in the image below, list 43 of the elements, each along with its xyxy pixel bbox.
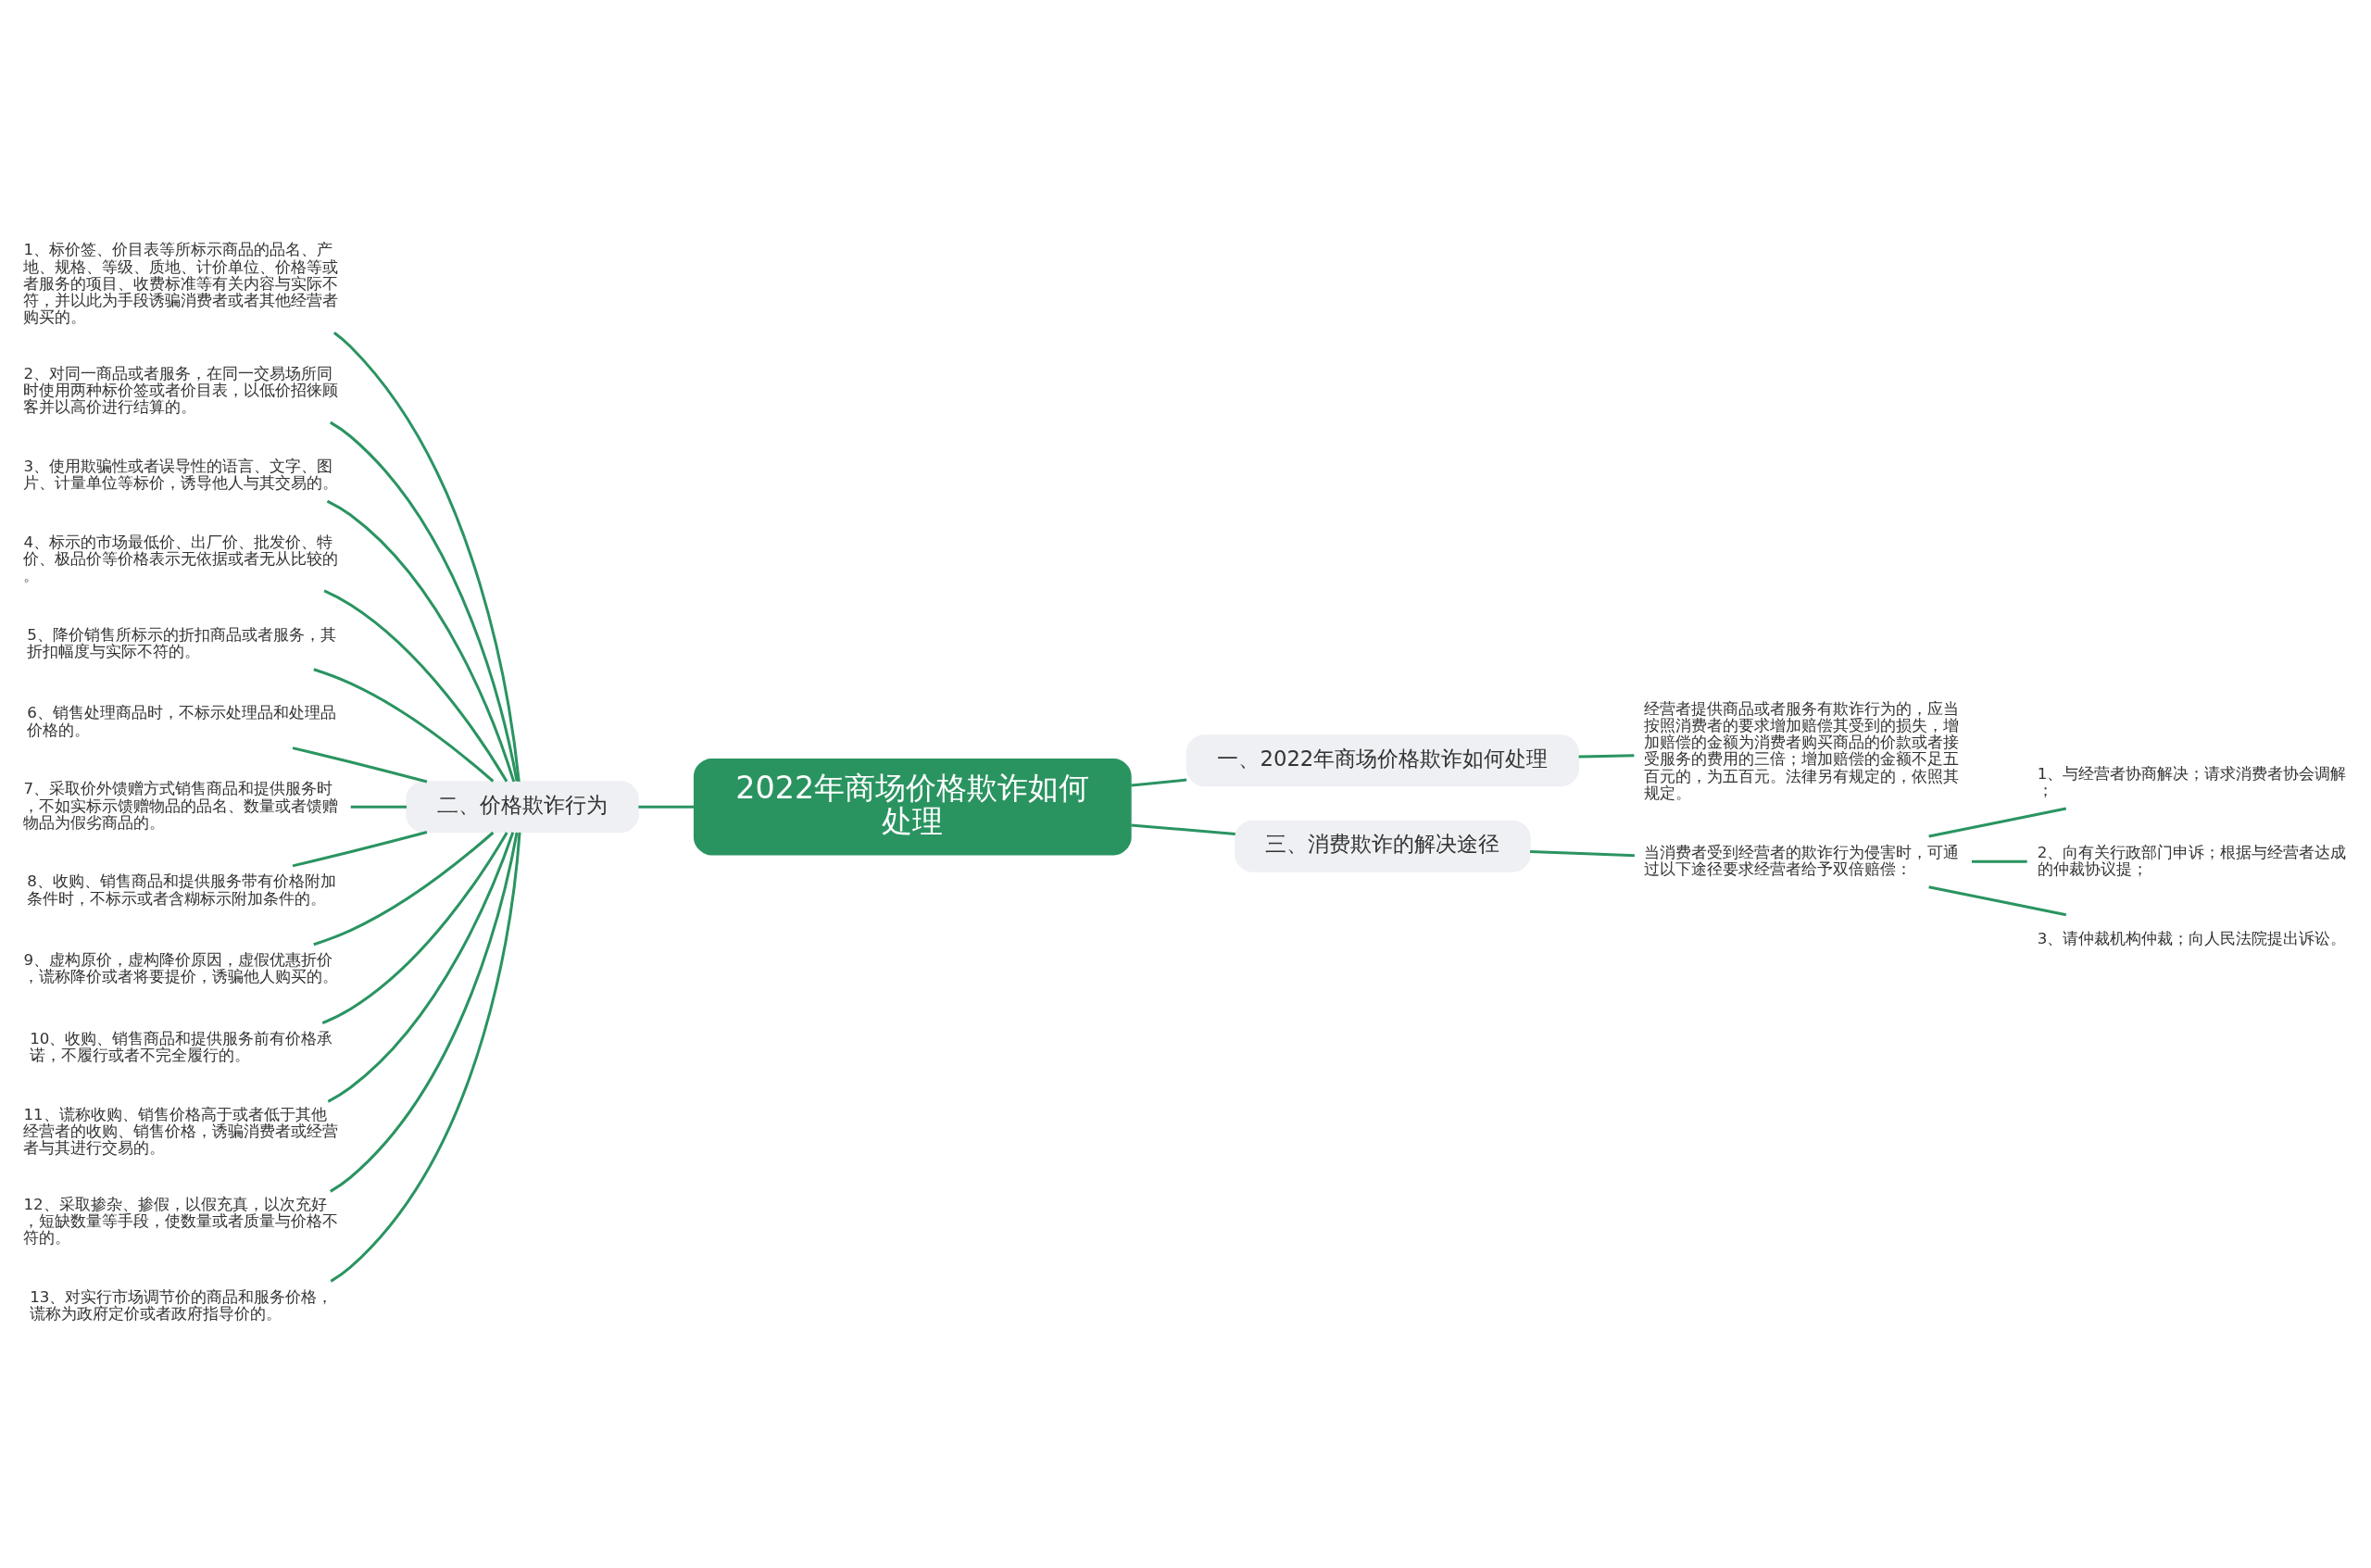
node-text: 2、对同一商品或者服务，在同一交易场所同时使用两种标价签或者价目表，以低价招徕顾客并以高价进行结算的。 [23,364,339,416]
connector [330,420,519,782]
connector [327,831,515,1103]
node-text: 13、对实行市场调节价的商品和服务价格，谎称为政府定价或者政府指导价的。 [30,1287,333,1323]
connector [1131,822,1236,835]
connector [313,831,495,946]
connector [332,331,521,782]
node-text: 5、降价销售所标示的折扣商品或者服务，其折扣幅度与实际不符的。 [27,625,336,660]
node-text: 经营者提供商品或者服务有欺诈行为的，应当按照消费者的要求增加赔偿其受到的损失，增加赔偿的金额为消费者购买商品的价款或者接受服务的费用的三倍；增加赔偿的金额不足五百元的，为五百元。法律另有规定的，依照其规定。 [1644,699,1960,802]
node-text: 9、虚构原价，虚构降价原因，虚假优惠折价，谎称降价或者将要提价，诱骗他人购买的。 [23,950,339,985]
node-text: 3、使用欺骗性或者误导性的语言、文字、图片、计量单位等标价，诱导他人与其交易的。 [23,457,339,492]
connector [313,667,495,783]
node-text: 8、收购、销售商品和提供服务带有价格附加条件时，不标示或者含糊标示附加条件的。 [27,872,336,907]
connector [330,832,519,1193]
connector [1578,753,1635,758]
node-box: 二、价格欺诈行为 [406,780,639,833]
node-text: 10、收购、销售商品和提供服务前有价格承诺，不履行或者不完全履行的。 [30,1029,333,1064]
node-text: 1、与经营者协商解决；请求消费者协会调解； [2037,764,2347,799]
node-text: 4、标示的市场最低价、出厂价、批发价、特价、极品价等价格表示无依据或者无从比较的。 [23,533,339,584]
connector [292,746,428,783]
connector [1971,859,2027,863]
connector [1131,778,1187,786]
node-text: 当消费者受到经营者的欺诈行为侵害时，可通过以下途径要求经营者给予双倍赔偿： [1644,842,1960,878]
connector [321,831,508,1024]
node-text: 1、标价签、价目表等所标示商品的品名、产地、规格、等级、质地、计价单位、价格等或者服务的项目、收费标准等有关内容与实际不符，并以此为手段诱骗消费者或者其他经营者购买的。 [23,240,339,326]
node-text: 7、采取价外馈赠方式销售商品和提供服务时，不如实标示馈赠物品的品名、数量或者馈赠物品为假劣商品的。 [23,779,339,832]
node-text: 2、向有关行政部门申诉；根据与经营者达成的仲裁协议提； [2037,842,2347,878]
node-box: 2022年商场价格欺诈如何处理 [693,758,1132,855]
connector [292,830,428,867]
node-text: 6、销售处理商品时，不标示处理品和处理品价格的。 [27,703,336,739]
node-text: 12、采取掺杂、掺假，以假充真，以次充好，短缺数量等手段，使数量或者质量与价格不符的。 [23,1195,339,1247]
connector [323,589,508,783]
node-text: 3、请仲裁机构仲裁；向人民法院提出诉讼。 [2037,929,2347,947]
node-text: 11、谎称收购、销售价格高于或者低于其他经营者的收购、销售价格，诱骗消费者或经营者与其进行交易的。 [23,1105,339,1157]
node-box: 一、2022年商场价格欺诈如何处理 [1186,734,1579,786]
connector [1928,884,2067,916]
node-box: 三、消费欺诈的解决途径 [1235,820,1531,872]
connector [350,805,407,809]
connector [1530,849,1635,857]
connector [638,805,695,809]
connector [330,832,521,1283]
connector [1928,806,2067,837]
connector [326,499,516,782]
